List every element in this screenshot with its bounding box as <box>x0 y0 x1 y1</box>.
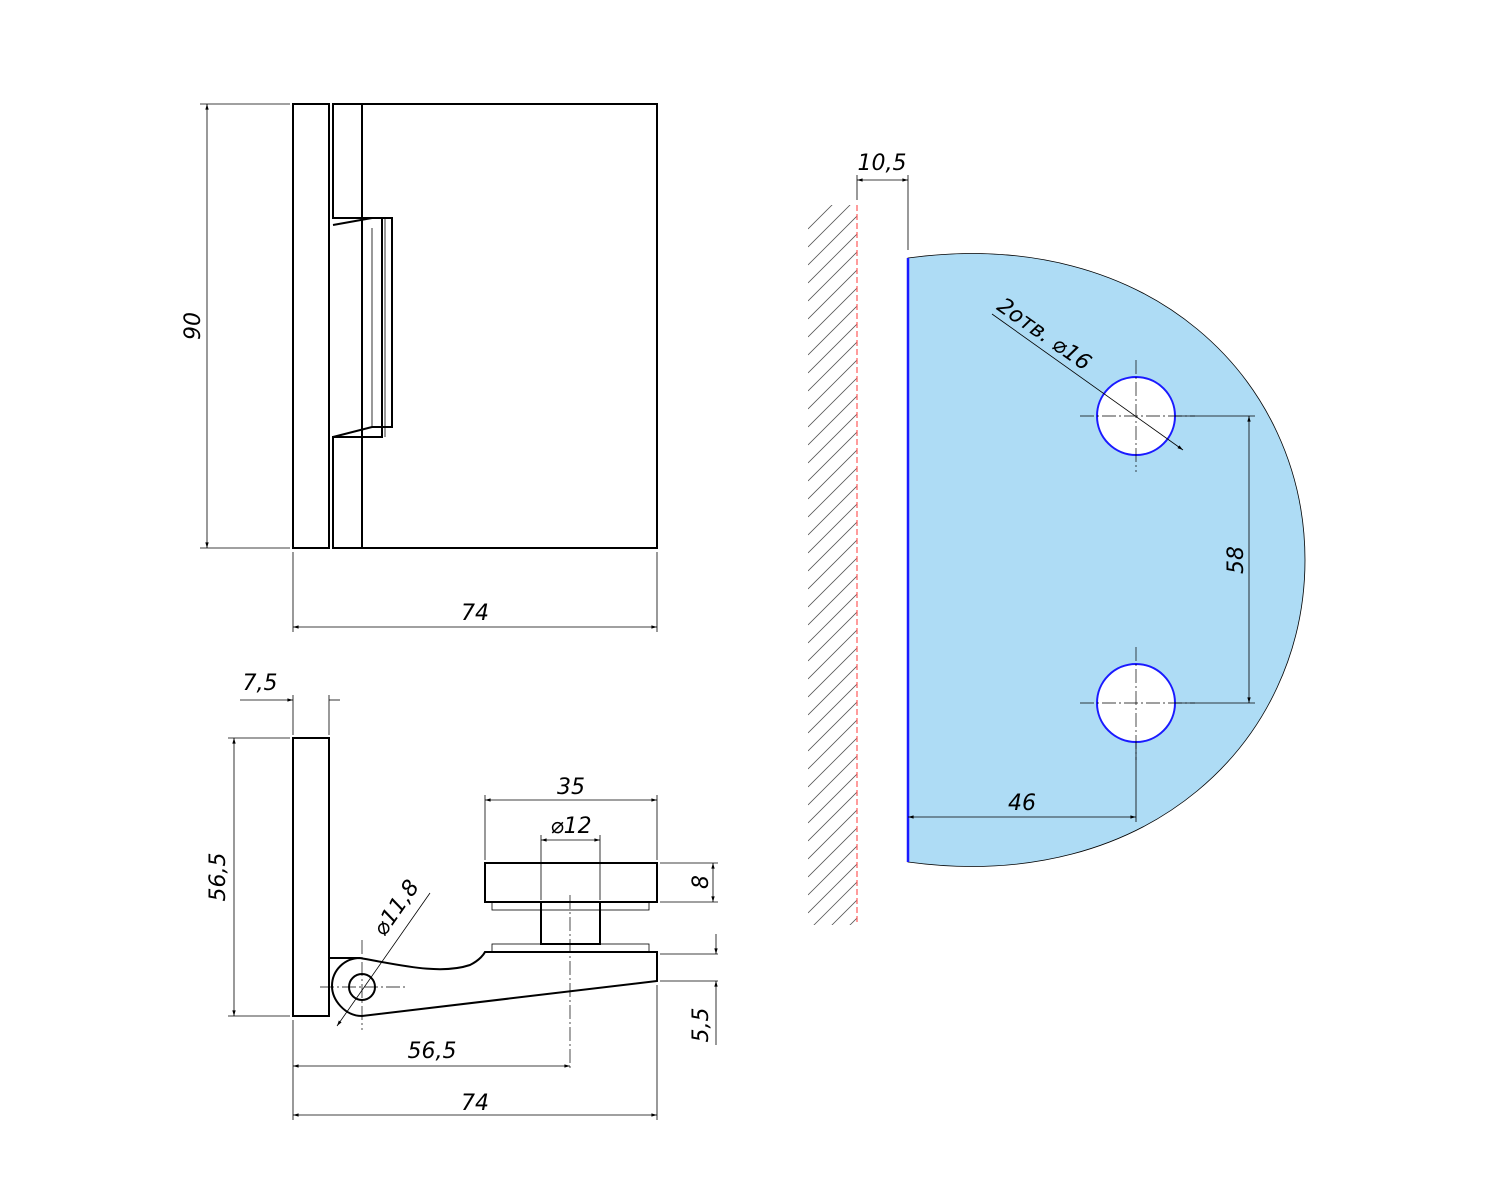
hatch-line <box>808 845 857 896</box>
width-dimension: 74 <box>461 601 489 626</box>
hatch-line <box>808 863 857 914</box>
hole-offset-dimension: 46 <box>1008 791 1036 816</box>
hatch-line <box>849 917 857 925</box>
hinge-arm <box>329 951 658 1018</box>
side-view: ⌀11,8 7,5 56,5 35 ⌀12 8 5,5 56,5 <box>206 671 718 1120</box>
hatch-line <box>808 305 857 356</box>
gap-dimension: 10,5 <box>858 151 907 176</box>
hatch-line <box>808 539 857 590</box>
hatch-line <box>808 521 857 572</box>
clamp-cap <box>484 862 658 903</box>
hatch-line <box>808 629 857 680</box>
side-wall-plate <box>292 737 330 1017</box>
hatch-line <box>808 215 857 266</box>
hatch-line <box>808 431 857 482</box>
bolt <box>540 901 601 945</box>
hatch-line <box>808 773 857 824</box>
hatch-line <box>808 205 851 248</box>
hatch-line <box>808 233 857 284</box>
hatch-line <box>808 323 857 374</box>
hatch-line <box>808 467 857 518</box>
clamp-width-dimension: 35 <box>557 775 585 800</box>
plate-thickness-dimension: 7,5 <box>243 671 278 696</box>
height-dimension: 90 <box>181 312 206 340</box>
hatch-line <box>813 881 857 925</box>
wall-hatch <box>808 205 857 1003</box>
door-plate <box>332 103 658 549</box>
hatch-line <box>808 269 857 320</box>
hatch-line <box>808 287 857 338</box>
hatch-line <box>808 341 857 392</box>
hatch-line <box>808 809 857 860</box>
hatch-line <box>808 701 857 752</box>
plate-height-dimension: 56,5 <box>206 853 231 902</box>
hatch-line <box>831 899 857 925</box>
hatch-line <box>808 413 857 464</box>
hole-spacing-dimension: 58 <box>1224 546 1249 574</box>
clamp-height-dimension: 8 <box>689 875 714 889</box>
hatch-line <box>808 936 857 985</box>
hatch-line <box>808 737 857 788</box>
hatch-line <box>808 791 857 842</box>
hatch-line <box>808 755 857 806</box>
glass-panel <box>907 253 1306 867</box>
hatch-line <box>808 377 857 428</box>
hatch-line <box>808 395 857 446</box>
axis-offset-dimension: 56,5 <box>408 1039 457 1064</box>
arm-thickness-dimension: 5,5 <box>689 1008 714 1043</box>
hatch-line <box>808 593 857 644</box>
hatch-line <box>808 205 833 230</box>
hatch-line <box>808 251 857 302</box>
bolt-diameter-dimension: ⌀12 <box>550 814 591 839</box>
hatch-line <box>808 954 857 1003</box>
wall-plate <box>292 103 330 549</box>
hatch-line <box>808 575 857 626</box>
front-view: 90 74 <box>181 103 658 632</box>
hatch-line <box>808 683 857 734</box>
hatch-line <box>808 557 857 608</box>
hatch-line <box>808 647 857 698</box>
hatch-line <box>808 611 857 662</box>
hatch-line <box>808 485 857 536</box>
hatch-line <box>808 449 857 500</box>
hatch-line <box>808 665 857 716</box>
hatch-line <box>808 719 857 770</box>
hatch-line <box>808 503 857 554</box>
hatch-line <box>808 827 857 878</box>
hatch-line <box>808 359 857 410</box>
glass-view: 10,5 2отв. ⌀16 58 46 <box>808 151 1306 1003</box>
overall-width-dimension: 74 <box>461 1091 489 1116</box>
pivot-diameter: ⌀11,8 <box>369 876 425 941</box>
